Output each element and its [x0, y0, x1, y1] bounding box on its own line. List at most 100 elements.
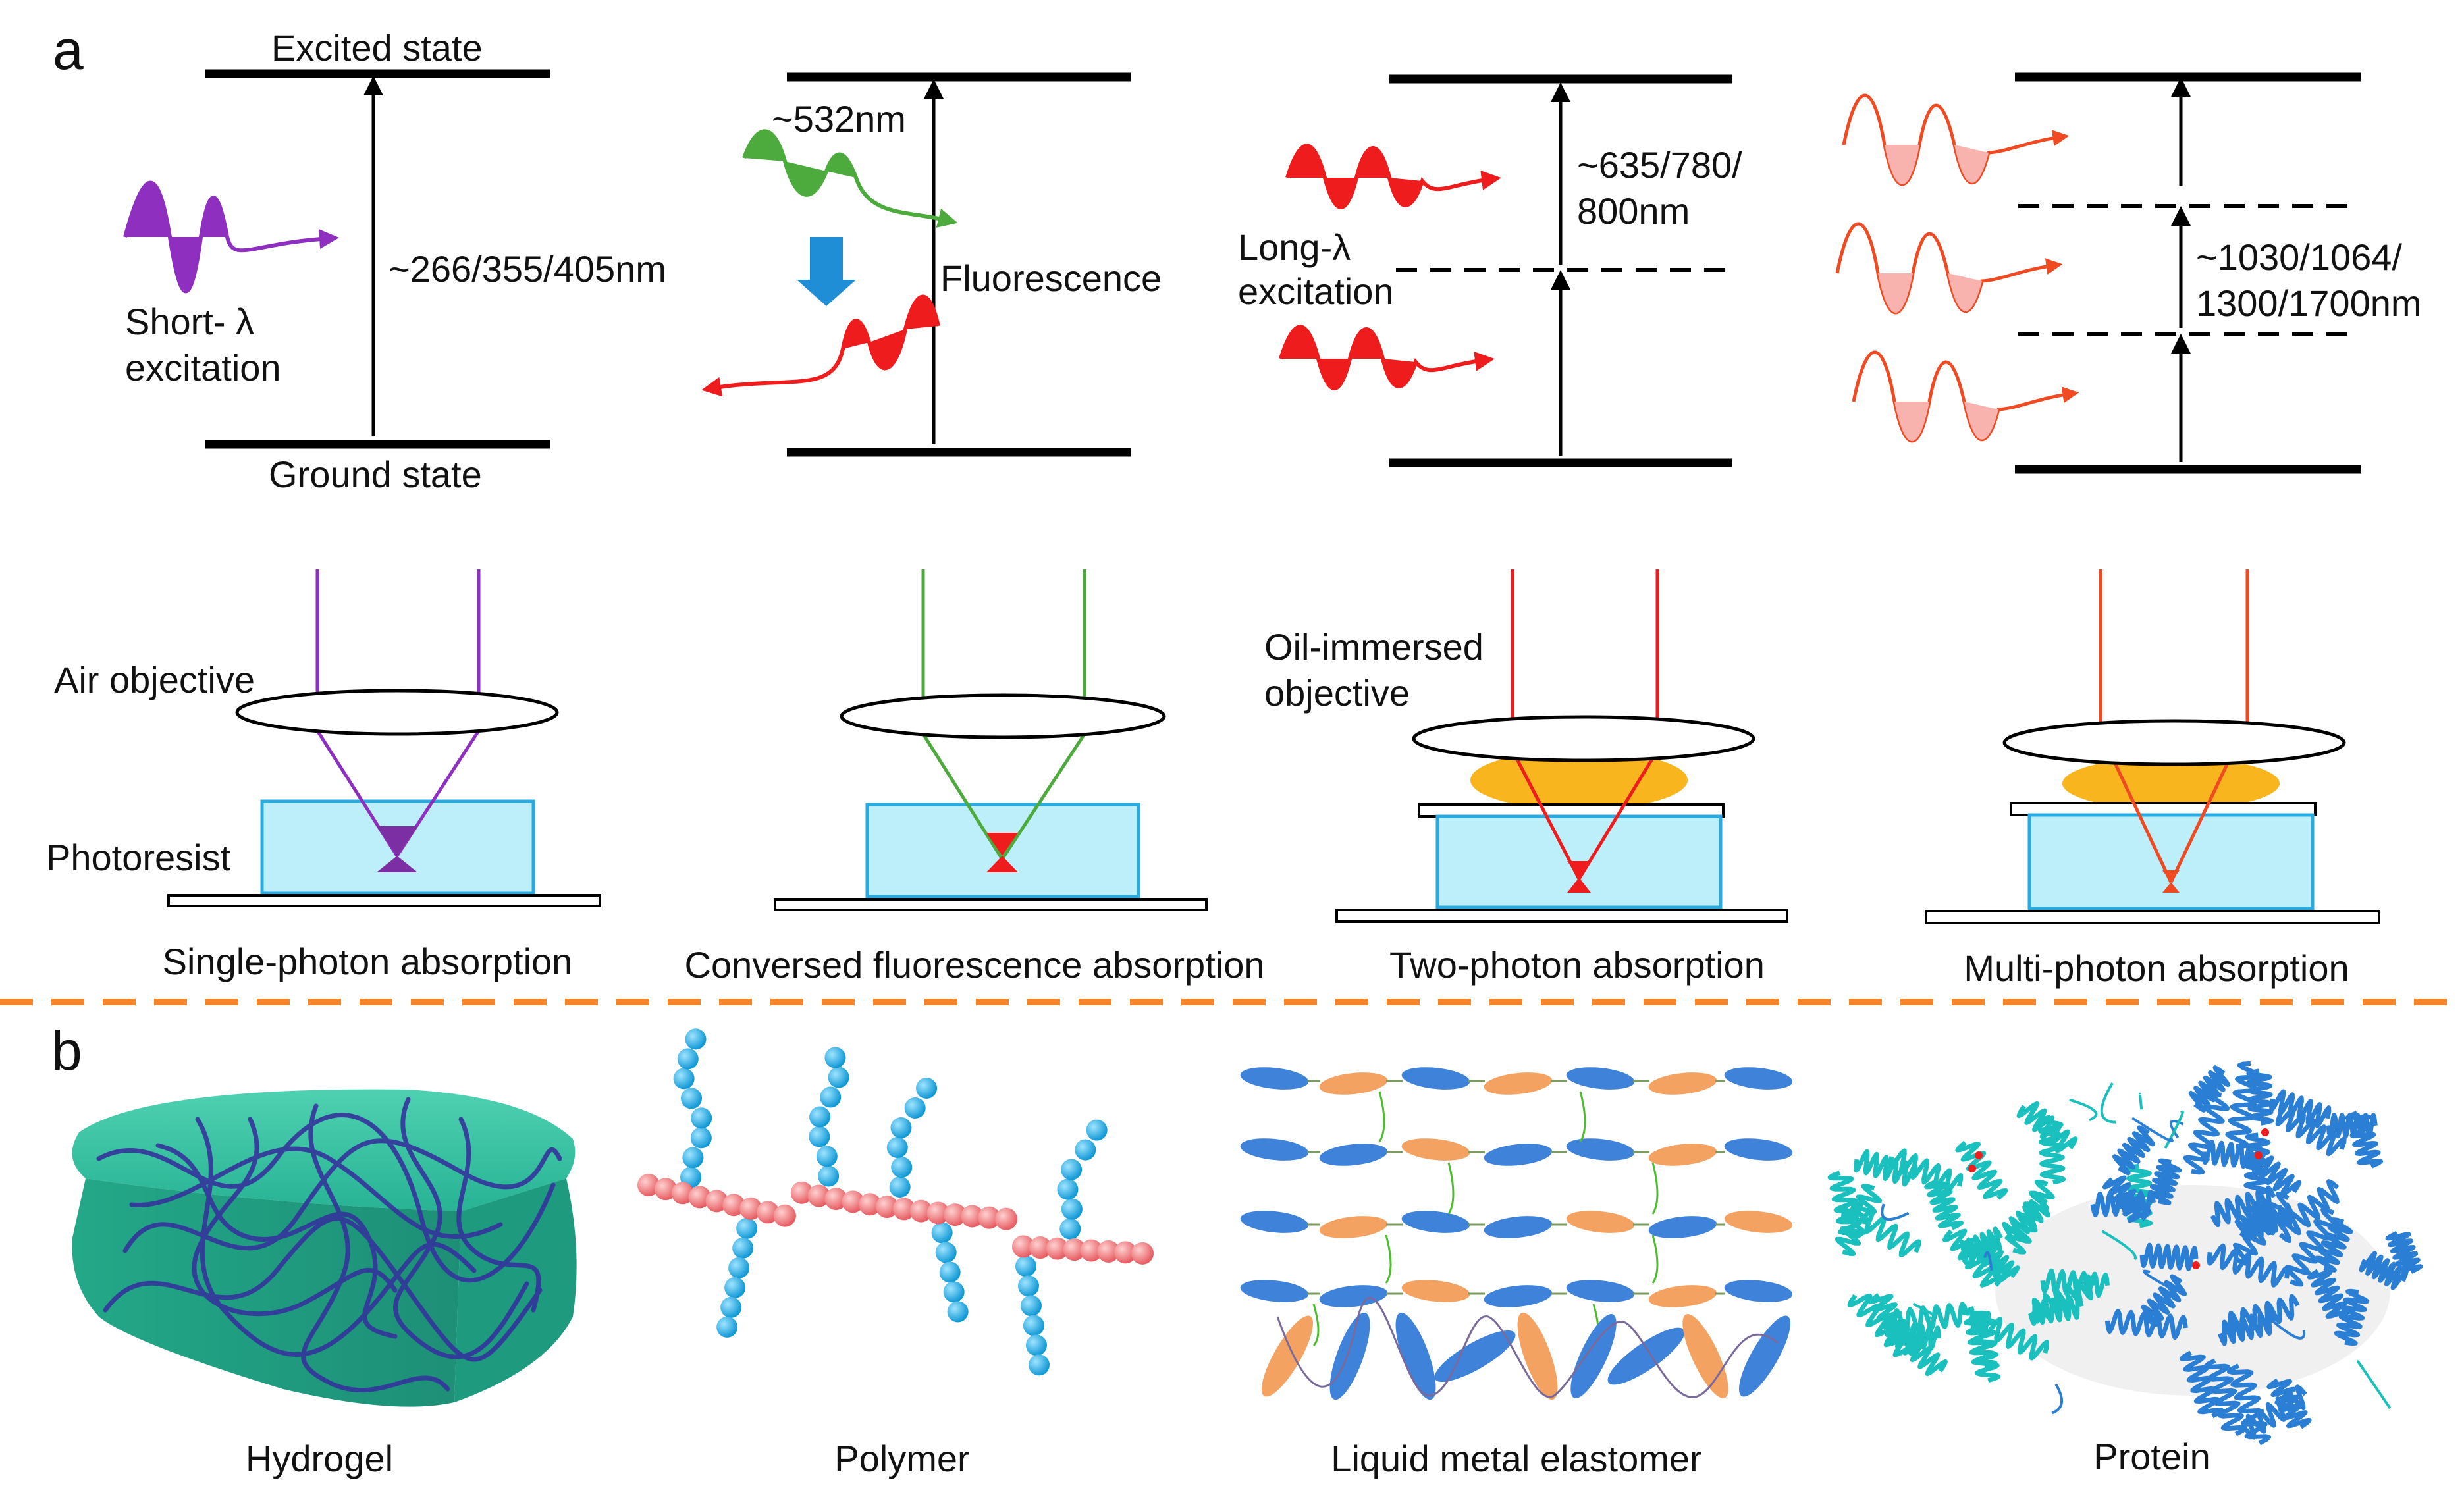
crosslink — [1385, 1234, 1392, 1284]
stretched-chain — [1276, 1297, 1779, 1398]
ligand-dot — [1975, 1151, 1983, 1159]
alpha-helix — [2334, 1288, 2370, 1346]
alpha-helix — [2104, 1309, 2188, 1340]
loop-segment — [2069, 1098, 2098, 1122]
alpha-helix — [2037, 1115, 2066, 1185]
alpha-helix — [2028, 1274, 2097, 1324]
stretched-droplet-blue — [1434, 1330, 1516, 1382]
backbone-bead — [961, 1205, 984, 1228]
oil-objective-lens — [2002, 719, 2346, 766]
alpha-helix — [2179, 1350, 2224, 1419]
loop-segment — [2357, 1360, 2392, 1409]
fluorescence-label: Fluorescence — [940, 257, 1162, 299]
side-chain-bead — [931, 1222, 953, 1244]
metal-droplet-orange — [1648, 1144, 1717, 1166]
alpha-helix — [2222, 1294, 2300, 1338]
side-chain-bead — [677, 1048, 699, 1070]
nir-photon-fill-3 — [1854, 402, 1998, 441]
setup-fluorescence: Conversed fluorescence absorption — [685, 569, 1264, 986]
side-chain-bead — [1028, 1354, 1050, 1376]
backbone-bead — [722, 1194, 745, 1217]
backbone-bead — [1046, 1237, 1069, 1260]
alpha-helix — [2226, 1363, 2271, 1446]
backbone-bead — [859, 1193, 882, 1216]
alpha-helix — [2275, 1106, 2347, 1157]
energy-diagram-two-photon: ~635/780/ 800nm Long-λ excitation — [1238, 74, 1742, 467]
metal-droplet-blue — [1319, 1144, 1388, 1166]
alpha-helix — [1955, 1140, 2008, 1200]
backbone-bead — [1063, 1238, 1086, 1261]
alpha-helix — [2269, 1089, 2332, 1128]
stretched-droplet-orange — [1682, 1313, 1728, 1399]
metal-droplet-blue — [1566, 1280, 1635, 1302]
loop-segment — [2170, 1120, 2184, 1139]
alpha-helix — [2141, 1274, 2187, 1327]
crosslink — [1579, 1091, 1586, 1142]
stretched-droplet-blue — [1329, 1312, 1370, 1400]
side-chain-bead — [916, 1078, 938, 1099]
metal-droplet-blue — [1648, 1216, 1717, 1238]
stretched-droplet-orange — [1517, 1312, 1558, 1400]
red-photon-fill-lower — [1281, 327, 1416, 388]
side-chain-bead — [1059, 1218, 1081, 1240]
polymer-strands — [96, 1097, 562, 1392]
side-chain-bead — [682, 1147, 704, 1169]
alpha-helix — [2246, 1068, 2274, 1126]
alpha-helix — [1969, 1311, 2001, 1383]
side-chain-bead — [809, 1126, 830, 1147]
alpha-helix — [2147, 1158, 2182, 1205]
stretched-droplet-blue — [1395, 1312, 1436, 1400]
metal-droplet-blue — [1566, 1067, 1635, 1090]
metal-droplet-blue — [1724, 1067, 1793, 1090]
focus-beam-right — [1577, 749, 1659, 880]
hydrogel-side-face — [454, 1178, 577, 1402]
hydrogel-illustration — [72, 1089, 577, 1407]
metal-droplet-orange — [1319, 1216, 1388, 1238]
loop-segment — [1881, 1203, 1910, 1221]
alpha-helix — [1942, 1228, 2005, 1288]
alpha-helix — [1887, 1148, 1964, 1195]
stretched-droplet-blue — [1607, 1327, 1685, 1385]
long-wavelength-label-line1: Long-λ — [1238, 226, 1351, 268]
side-chain-bead — [828, 1066, 849, 1088]
backbone-bead — [705, 1190, 728, 1213]
red-photon-fill-upper — [1287, 145, 1422, 207]
oil-objective-label-line2: objective — [1264, 672, 1410, 714]
substrate-slide — [774, 898, 1208, 911]
air-objective-label: Air objective — [54, 659, 255, 700]
violet-photon-fill — [125, 182, 227, 292]
elastomer-illustration — [1240, 1067, 1793, 1400]
caption-elastomer: Liquid metal elastomer — [1331, 1438, 1701, 1479]
alpha-helix — [2139, 1242, 2199, 1271]
focus-beam-right — [1000, 733, 1086, 860]
side-chain-bead — [818, 1165, 840, 1187]
loop-segment — [2139, 1092, 2143, 1110]
metal-droplet-blue — [1724, 1138, 1793, 1161]
crosslink — [1378, 1091, 1385, 1142]
backbone-bead — [807, 1184, 830, 1207]
alpha-helix — [1924, 1179, 1964, 1230]
wavelength-label-2: ~532nm — [772, 98, 906, 140]
backbone-bead — [739, 1197, 763, 1220]
backbone-bead — [688, 1186, 711, 1209]
backbone-bead — [909, 1199, 932, 1223]
alpha-helix — [2278, 1179, 2340, 1244]
side-chain-bead — [947, 1301, 969, 1323]
wavelength-label-4-line2: 1300/1700nm — [2196, 282, 2422, 324]
side-chain-bead — [889, 1176, 911, 1198]
setup-multi-photon: Multi-photon absorption — [1925, 569, 2380, 989]
side-chain-bead — [1017, 1275, 1039, 1297]
side-chain-bead — [691, 1107, 712, 1129]
wavelength-label-3-line1: ~635/780/ — [1577, 144, 1742, 186]
loop-segment — [2131, 1117, 2174, 1143]
loop-segment — [1912, 1302, 1937, 1320]
metal-droplet-blue — [1401, 1067, 1470, 1090]
alpha-helix — [2314, 1217, 2353, 1273]
conversion-arrow-icon — [797, 237, 856, 306]
backbone-bead — [790, 1181, 813, 1204]
stretched-droplet-orange — [1261, 1315, 1314, 1397]
crosslink — [1651, 1162, 1659, 1215]
side-chain-bead — [890, 1117, 912, 1139]
setup-single-photon: Air objective Photoresist Single-photon … — [46, 569, 601, 982]
metal-droplet-orange — [1648, 1285, 1717, 1307]
